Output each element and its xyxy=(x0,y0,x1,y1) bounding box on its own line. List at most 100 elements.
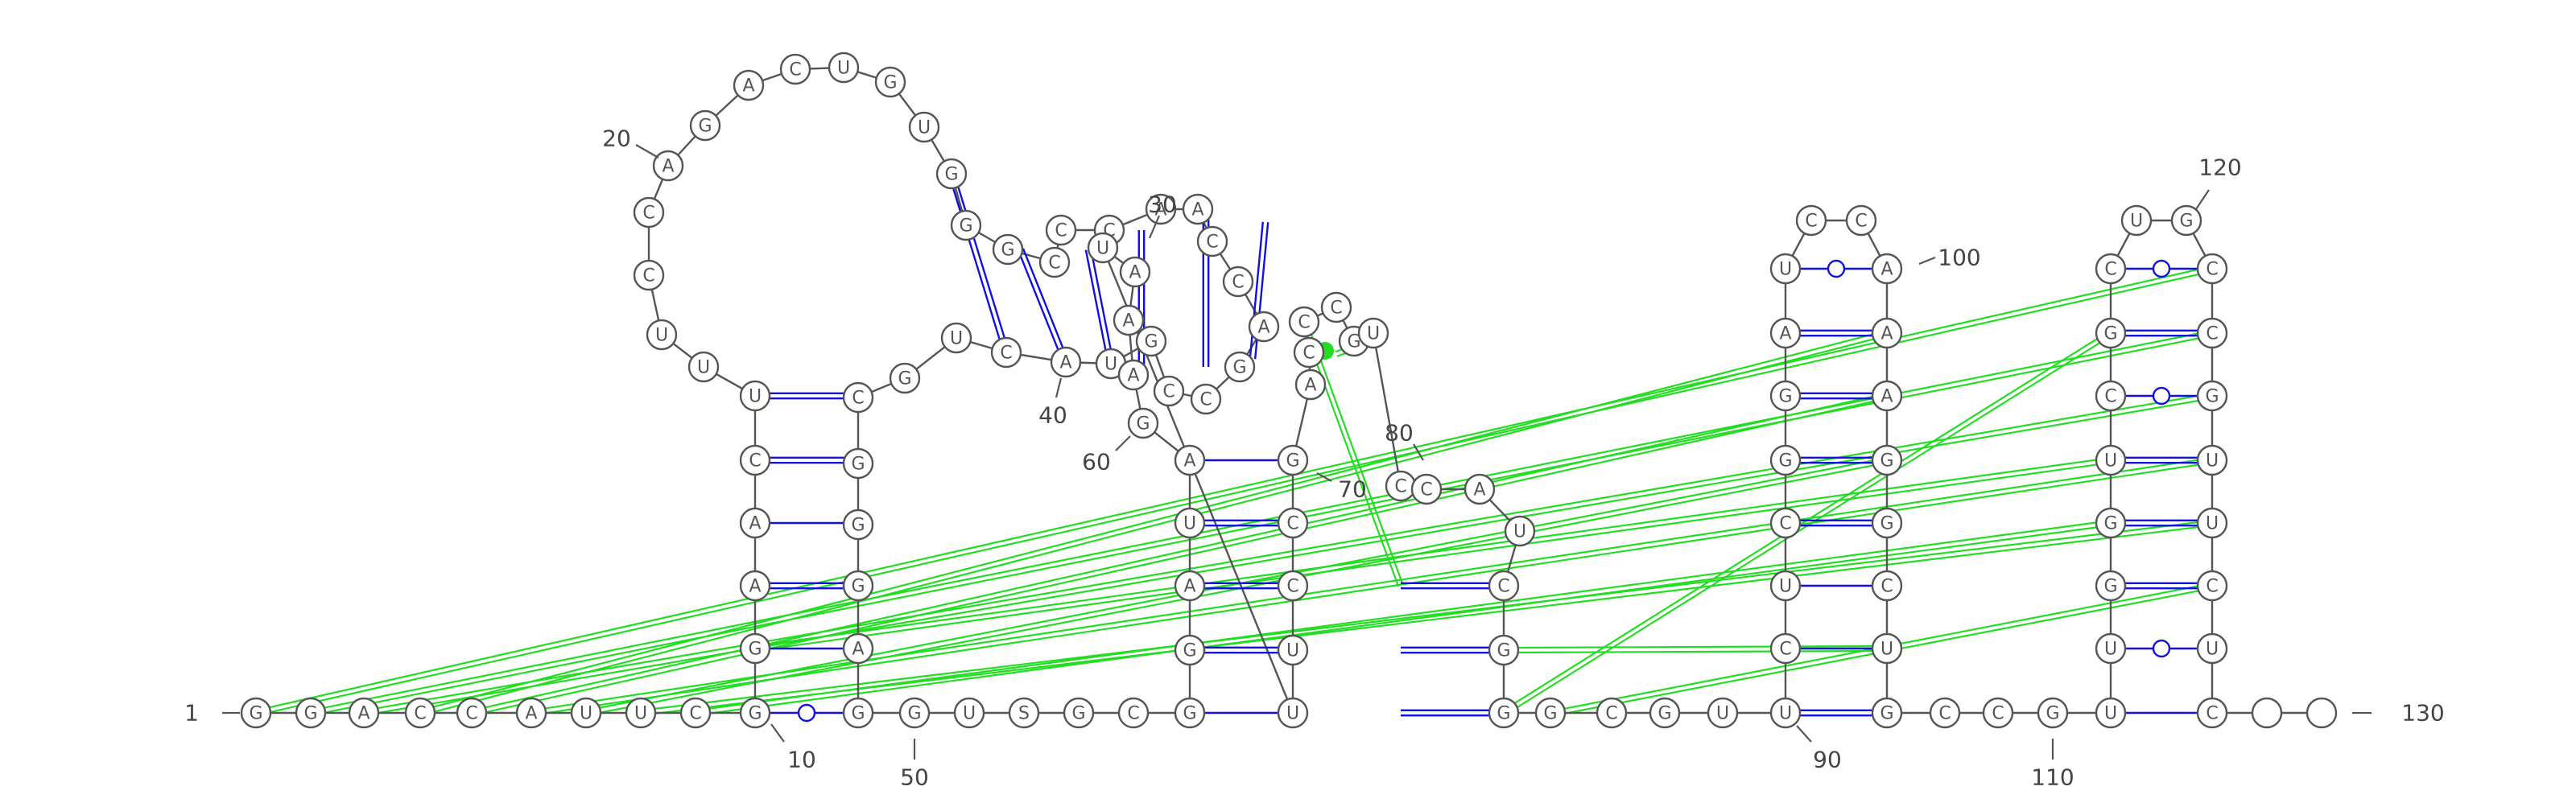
nucleotide-letter: A xyxy=(1183,451,1195,472)
nucleotide: C xyxy=(1288,306,1320,338)
nucleotide-letter: G xyxy=(2179,212,2193,232)
nucleotide-letter: C xyxy=(1286,577,1298,597)
nucleotide-letter: G xyxy=(2205,387,2219,407)
tertiary-interaction xyxy=(419,330,1889,716)
position-number: 100 xyxy=(1938,245,1980,271)
tertiary-interaction xyxy=(1503,644,1888,654)
nucleotide: G xyxy=(1769,380,1802,412)
nucleotide-letter: A xyxy=(1122,311,1134,331)
nucleotide: U xyxy=(1871,632,1903,665)
nucleotide-letter: C xyxy=(2206,260,2218,280)
nucleotide: U xyxy=(953,697,985,729)
nucleotide-letter: G xyxy=(303,704,317,724)
nucleotide-letter: U xyxy=(697,358,710,378)
watson-crick-pair xyxy=(1017,248,1070,364)
nucleotide: G xyxy=(842,570,874,602)
nucleotide: C xyxy=(1190,383,1222,415)
watson-crick-pair xyxy=(1190,646,1293,654)
nucleotide: C xyxy=(2196,570,2228,602)
nucleotide-letter: C xyxy=(1855,212,1867,232)
position-label: 110 xyxy=(2031,739,2074,791)
nucleotide-letter: U xyxy=(1779,260,1792,280)
watson-crick-pair xyxy=(755,456,858,464)
nucleotide-letter: G xyxy=(1778,451,1792,472)
nucleotide: C xyxy=(1795,204,1827,237)
nucleotide: G xyxy=(1534,697,1567,729)
nucleotide: G xyxy=(1488,697,1520,729)
nucleotide: G xyxy=(295,697,327,729)
nucleotide: A xyxy=(515,697,547,729)
tertiary-interaction xyxy=(754,456,2112,653)
nucleotide: G xyxy=(889,362,921,394)
watson-crick-pair xyxy=(2111,519,2212,527)
watson-crick-pair xyxy=(755,582,858,590)
nucleotide: C xyxy=(1769,507,1802,539)
nucleotide-letter: U xyxy=(2206,640,2219,660)
nucleotide: G xyxy=(2196,380,2228,412)
watson-crick-pair xyxy=(2111,456,2212,464)
nucleotide: C xyxy=(1769,632,1802,665)
nucleotide-letter: C xyxy=(465,704,477,724)
nucleotide-letter: U xyxy=(1779,704,1792,724)
watson-crick-pair xyxy=(755,392,858,400)
nucleotide: G xyxy=(1649,697,1681,729)
nucleotide-letter: C xyxy=(2104,260,2116,280)
nucleotide-letter: C xyxy=(1048,253,1060,274)
position-label: 60 xyxy=(1082,435,1131,476)
nucleotide: C xyxy=(990,336,1022,369)
nucleotide: G xyxy=(1174,634,1206,666)
nucleotide-letter: C xyxy=(1206,233,1218,253)
nucleotide-letter: C xyxy=(1938,704,1951,724)
nucleotide: G xyxy=(898,697,931,729)
watson-crick-pair xyxy=(1401,709,1504,717)
nucleotide: U xyxy=(1277,697,1309,729)
position-label: 130 xyxy=(2352,700,2445,727)
nucleotide: A xyxy=(1871,253,1903,285)
position-number: 120 xyxy=(2198,154,2241,181)
nucleotide-letter: G xyxy=(1880,514,1893,534)
nucleotide-letter: U xyxy=(837,59,850,79)
position-number: 1 xyxy=(184,700,199,727)
nucleotide-letter: U xyxy=(749,387,762,407)
nucleotide: A xyxy=(733,69,765,101)
nucleotide-letter: A xyxy=(1779,324,1791,344)
position-label: 80 xyxy=(1385,420,1424,461)
nucleotide: U xyxy=(2095,697,2127,729)
nucleotide: U xyxy=(908,111,940,143)
nucleotide: G xyxy=(1871,444,1903,476)
nucleotide-letter: C xyxy=(414,704,426,724)
nucleotide-letter: A xyxy=(1191,200,1203,220)
nucleotide-letter: U xyxy=(918,118,931,138)
nucleotide-letter: U xyxy=(963,704,976,724)
nucleotide: A xyxy=(1174,444,1206,476)
position-label: 100 xyxy=(1918,245,1981,271)
position-label: 30 xyxy=(1148,191,1177,239)
nucleotide-letter: G xyxy=(1496,704,1510,724)
nucleotide-letter: C xyxy=(1779,514,1791,534)
nucleotide-letter: G xyxy=(1286,451,1299,472)
nucleotide: G xyxy=(842,697,874,729)
nucleotide: G xyxy=(1127,407,1159,439)
nucleotide-letter: G xyxy=(1496,641,1510,661)
nucleotide-letter: G xyxy=(1657,704,1671,724)
nucleotide: G xyxy=(874,66,906,98)
nucleotide-letter: G xyxy=(748,704,762,724)
nucleotide: U xyxy=(1707,697,1739,729)
nucleotide-letter: S xyxy=(1018,704,1030,724)
watson-crick-pair xyxy=(1401,646,1504,654)
nucleotide: A xyxy=(1117,359,1150,391)
nucleotide-letter: A xyxy=(742,76,754,97)
nucleotide: C xyxy=(842,381,874,414)
wobble-gu-pair xyxy=(2111,386,2212,406)
nucleotide-letter: G xyxy=(1136,414,1150,434)
nucleotide-letter: C xyxy=(1880,577,1893,597)
nucleotide: C xyxy=(1196,225,1228,257)
nucleotide: U xyxy=(2120,204,2153,237)
nucleotide-letter: A xyxy=(1880,324,1893,344)
nucleotide-letter: C xyxy=(1127,704,1139,724)
backbone-layer xyxy=(256,66,2322,714)
nucleotide-letter: G xyxy=(1001,241,1014,261)
